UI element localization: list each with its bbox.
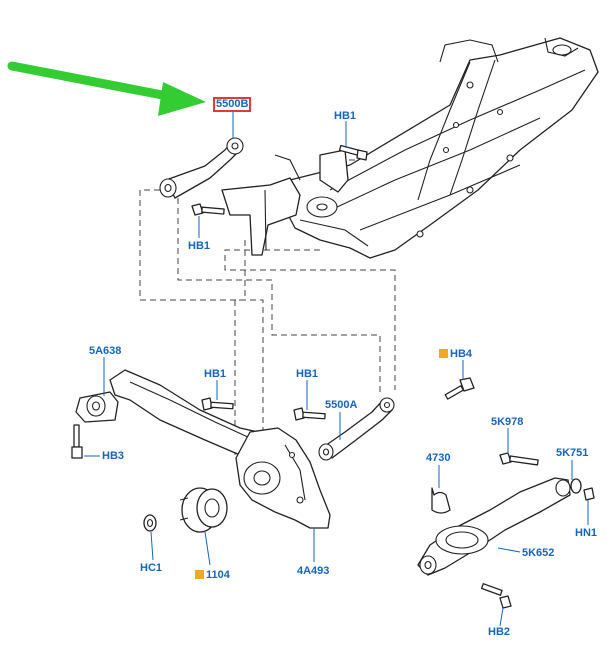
callout-hc1[interactable]: HC1 <box>140 562 163 574</box>
bolt-hb3 <box>71 424 83 459</box>
callout-hb4[interactable]: HB4 <box>439 348 472 360</box>
callout-hb1-top[interactable]: HB1 <box>334 110 357 122</box>
rear-subframe <box>282 37 599 259</box>
spring-arm-5K652 <box>417 477 571 576</box>
washer-hc1 <box>143 514 157 532</box>
new-part-marker <box>439 349 448 358</box>
bolt-hb1-top <box>338 144 368 161</box>
callout-hb1-mid2[interactable]: HB1 <box>296 368 319 380</box>
callout-5500A[interactable]: 5500A <box>325 399 358 411</box>
callout-5K978[interactable]: 5K978 <box>491 416 524 428</box>
bolt-hb2 <box>480 583 512 609</box>
callout-hb1-mid[interactable]: HB1 <box>204 368 227 380</box>
callout-1104[interactable]: 1104 <box>195 569 230 581</box>
knuckle-4A493 <box>235 427 331 529</box>
bolt-hb1-mid <box>201 397 234 411</box>
washer-5K751 <box>570 478 582 494</box>
nut-hn1 <box>583 487 595 501</box>
pointer-arrow <box>7 61 206 116</box>
subframe-bracket <box>221 149 349 256</box>
bolt-hb1-mid2 <box>293 407 326 421</box>
callout-hb2[interactable]: HB2 <box>488 626 511 638</box>
callout-hb3[interactable]: HB3 <box>102 450 125 462</box>
callout-5A638[interactable]: 5A638 <box>89 345 122 357</box>
bolt-hb4 <box>444 377 475 400</box>
callout-5500B[interactable]: 5500B <box>213 97 252 112</box>
bolt-hb1-left <box>191 203 225 216</box>
hub-1104 <box>179 487 228 533</box>
bump-stop-4730 <box>431 487 451 514</box>
callout-5K751[interactable]: 5K751 <box>556 447 589 459</box>
lower-arm-5500A <box>318 397 395 461</box>
new-part-marker <box>195 570 204 579</box>
upper-arm-5500B <box>159 137 244 199</box>
callout-hn1[interactable]: HN1 <box>575 527 598 539</box>
callout-1104-text: 1104 <box>206 569 230 581</box>
callout-hb4-text: HB4 <box>450 348 473 360</box>
callout-leaders <box>84 112 589 627</box>
callout-hb1-left[interactable]: HB1 <box>188 240 211 252</box>
bolt-5K978 <box>499 452 539 466</box>
callout-4A493[interactable]: 4A493 <box>297 565 330 577</box>
callout-4730[interactable]: 4730 <box>426 452 451 464</box>
callout-5K652[interactable]: 5K652 <box>522 547 555 559</box>
